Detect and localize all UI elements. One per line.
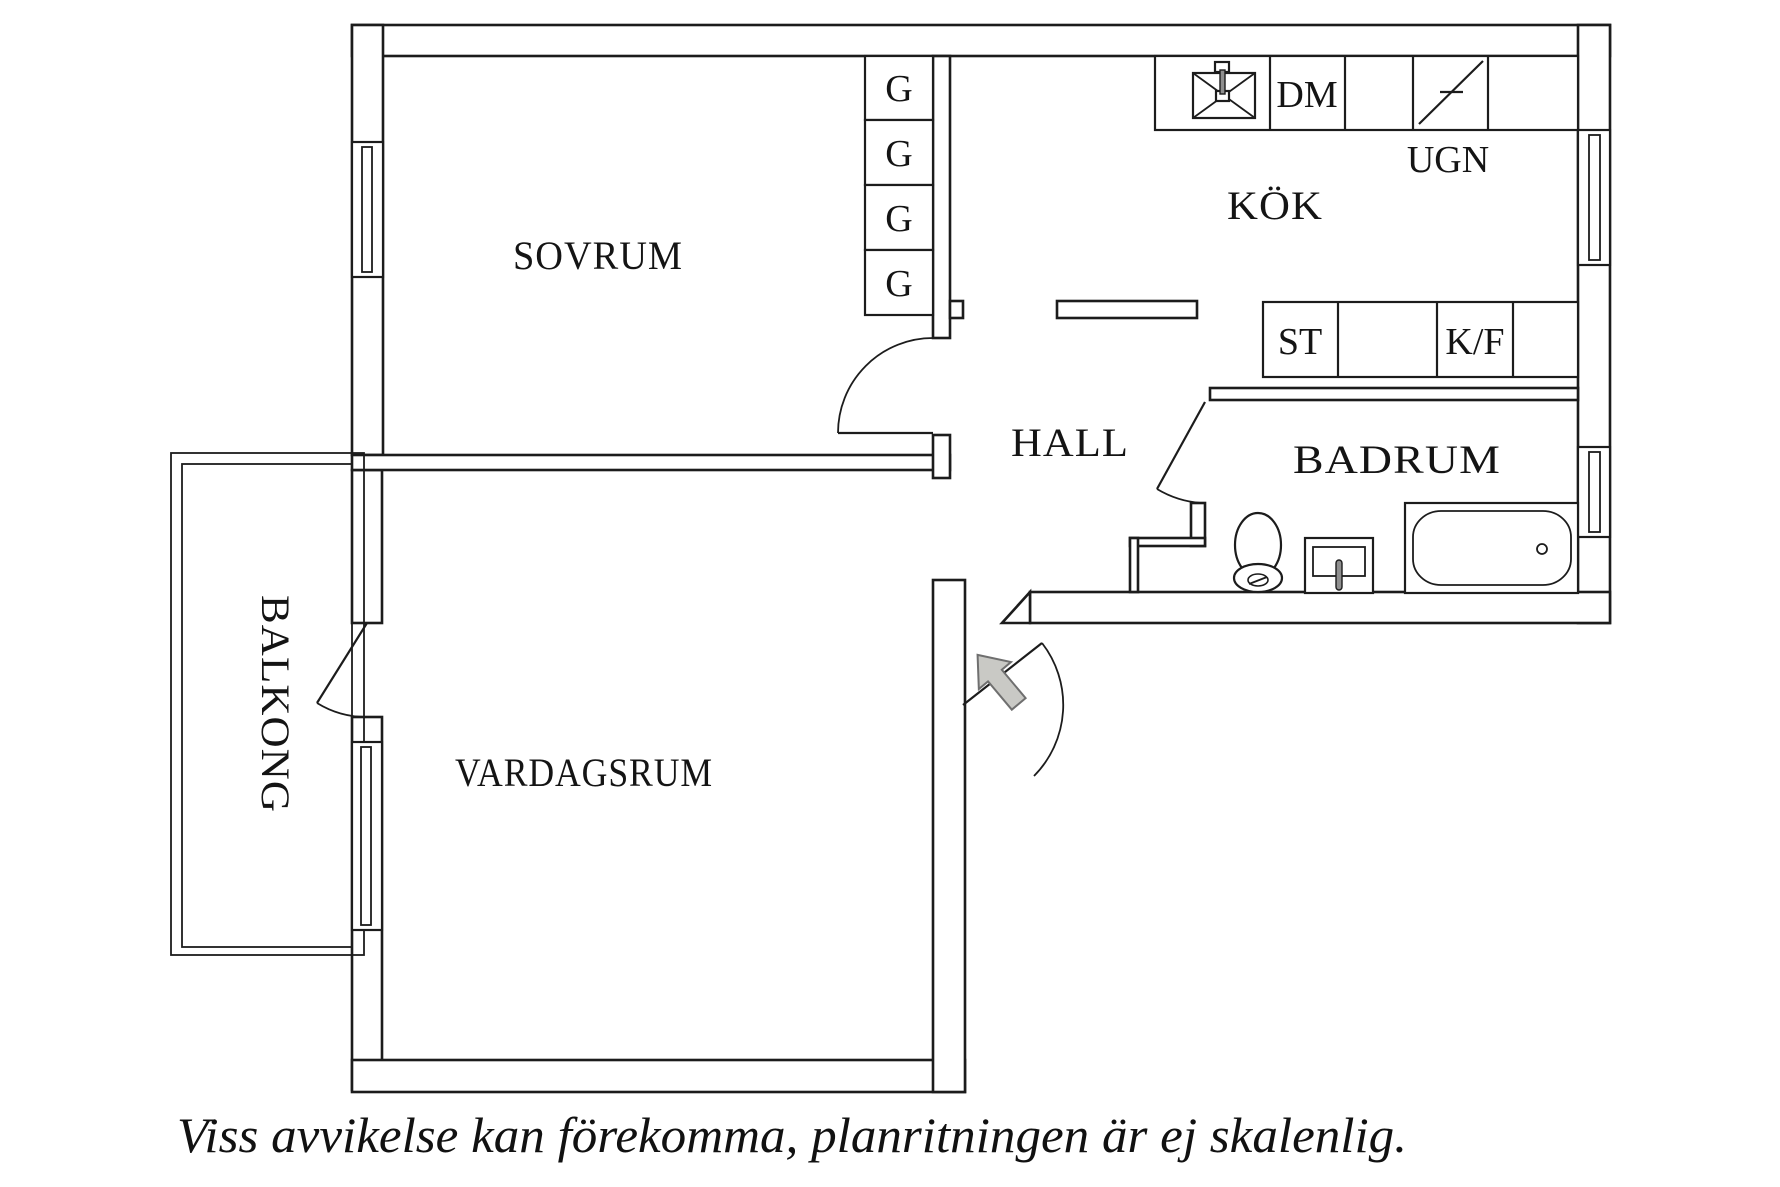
- stove-icon: [1418, 60, 1484, 125]
- balcony-door: [316, 622, 368, 718]
- kitchen-counter-bottom: [1261, 300, 1580, 379]
- wardrobe-label: G: [885, 263, 912, 305]
- sovrum-door: [837, 337, 934, 435]
- disclaimer-caption: Viss avvikelse kan förekomma, planritnin…: [177, 1107, 1407, 1163]
- room-label-vardagsrum: VARDAGSRUM: [455, 750, 713, 795]
- toilet-icon: [1232, 511, 1284, 594]
- room-label-balkong: BALKONG: [253, 595, 298, 813]
- entry-arrow-icon: [976, 653, 1028, 712]
- bathroom-door: [1156, 401, 1206, 504]
- room-label-kok: KÖK: [1227, 183, 1323, 228]
- sovrum-window: [350, 140, 385, 279]
- wardrobe-closets: G G G G: [863, 54, 935, 317]
- kitchen-sink-icon: [1191, 60, 1257, 120]
- wardrobe-label: G: [885, 68, 912, 110]
- st-cabinet-label: ST: [1278, 321, 1322, 363]
- bathtub-icon: [1403, 501, 1580, 595]
- vardagsrum-window: [350, 740, 384, 932]
- oven-label: UGN: [1407, 139, 1489, 181]
- fridge-freezer-label: K/F: [1445, 321, 1504, 363]
- bathroom-window: [1576, 445, 1612, 539]
- room-label-hall: HALL: [1011, 420, 1129, 465]
- room-label-sovrum: SOVRUM: [513, 233, 683, 278]
- wardrobe-label: G: [885, 198, 912, 240]
- balcony-walls: [170, 452, 365, 956]
- washbasin-icon: [1303, 536, 1375, 595]
- room-label-badrum: BADRUM: [1293, 437, 1501, 482]
- wardrobe-label: G: [885, 133, 912, 175]
- dishwasher-label: DM: [1276, 74, 1337, 116]
- kitchen-window: [1576, 128, 1612, 267]
